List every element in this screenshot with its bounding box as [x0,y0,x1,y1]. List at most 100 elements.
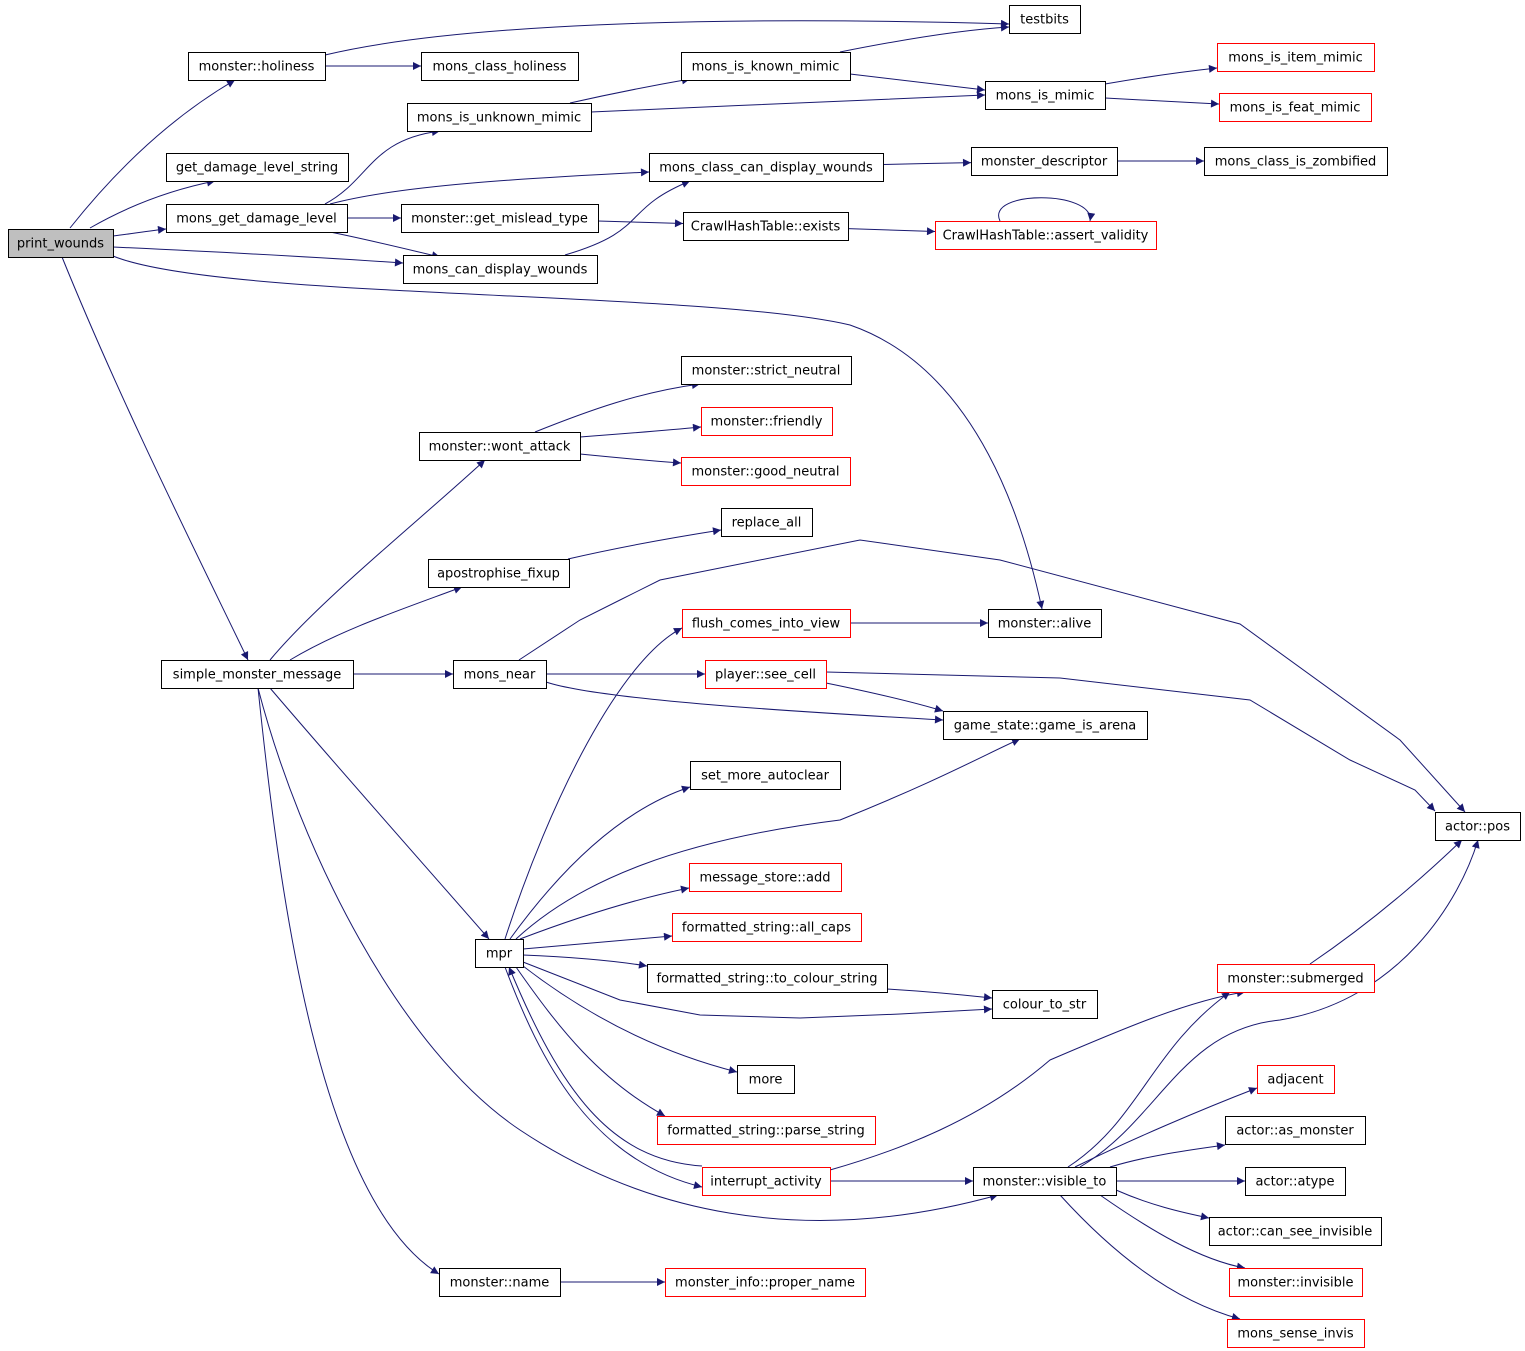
node-box [407,103,592,132]
node-monster-visible-to[interactable]: monster::visible_to [973,1167,1117,1196]
node-monster-holiness[interactable]: monster::holiness [188,52,326,81]
node-label: flush_comes_into_view [692,617,841,632]
node-monster-info-proper-name[interactable]: monster_info::proper_name [665,1268,866,1297]
node-formatted-string-parse-string[interactable]: formatted_string::parse_string [657,1116,876,1145]
node-monster-get-mislead-type[interactable]: monster::get_mislead_type [401,204,599,233]
node-mons-class-can-display-wounds[interactable]: mons_class_can_display_wounds [649,153,884,182]
node-box [701,407,833,436]
node-simple-monster-message[interactable]: simple_monster_message [161,660,354,689]
edge-simple-monster-message-to-monster-wont-attack [269,459,486,661]
edge-monster-visible-to-to-monster-invisible [1099,1194,1246,1271]
node-label: mons_is_unknown_mimic [417,111,581,126]
edge-print-wounds-to-get-damage-level-string [89,178,216,229]
edge-mpr-to-formatted-string-parse-string [515,966,666,1117]
edge-formatted-string-to-colour-string-to-colour-to-str [886,988,993,1002]
node-mons-is-mimic[interactable]: mons_is_mimic [985,81,1106,110]
node-monster-submerged[interactable]: monster::submerged [1217,964,1375,993]
node-mons-can-display-wounds[interactable]: mons_can_display_wounds [403,255,598,284]
node-formatted-string-to-colour-string[interactable]: formatted_string::to_colour_string [647,964,888,993]
node-monster-friendly[interactable]: monster::friendly [701,407,833,436]
node-monster-alive[interactable]: monster::alive [988,609,1102,638]
node-actor-pos[interactable]: actor::pos [1435,812,1521,841]
node-label: more [749,1073,783,1088]
node-label: monster_descriptor [981,155,1108,170]
node-label: monster::friendly [711,415,823,430]
edge-interrupt-activity-to-monster-submerged [829,989,1246,1171]
node-actor-can-see-invisible[interactable]: actor::can_see_invisible [1209,1217,1382,1246]
edge-monster-visible-to-to-adjacent [1074,1087,1258,1168]
node-label: set_more_autoclear [701,769,830,784]
node-label: monster::name [450,1276,549,1291]
node-message-store-add[interactable]: message_store::add [689,863,842,892]
node-monster-descriptor[interactable]: monster_descriptor [971,147,1118,176]
node-label: actor::can_see_invisible [1218,1225,1373,1240]
node-mons-is-feat-mimic[interactable]: mons_is_feat_mimic [1219,93,1372,122]
edge-monster-submerged-to-actor-pos [1309,839,1463,965]
node-mons-class-is-zombified[interactable]: mons_class_is_zombified [1204,147,1388,176]
node-box [166,204,348,233]
node-box [992,990,1098,1019]
node-replace-all[interactable]: replace_all [721,508,813,537]
edge-monster-wont-attack-to-monster-good-neutral [579,453,682,467]
node-label: mons_class_is_zombified [1215,155,1377,170]
edge-print-wounds-to-mons-get-damage-level [112,225,167,237]
node-box [681,52,851,81]
node-mons-is-known-mimic[interactable]: mons_is_known_mimic [681,52,851,81]
node-colour-to-str[interactable]: colour_to_str [992,990,1098,1019]
node-formatted-string-all-caps[interactable]: formatted_string::all_caps [672,913,862,942]
node-monster-strict-neutral[interactable]: monster::strict_neutral [681,356,852,385]
node-monster-wont-attack[interactable]: monster::wont_attack [419,432,581,461]
edge-print-wounds-to-monster-holiness [69,79,236,229]
node-mons-get-damage-level[interactable]: mons_get_damage_level [166,204,348,233]
edge-layer [61,19,1480,1321]
node-monster-invisible[interactable]: monster::invisible [1229,1268,1363,1297]
node-label: monster::get_mislead_type [411,212,588,227]
node-box [1009,5,1081,34]
node-label: monster::wont_attack [429,440,571,455]
node-actor-atype[interactable]: actor::atype [1245,1167,1346,1196]
node-box [1217,964,1375,993]
node-box [421,52,579,81]
node-testbits[interactable]: testbits [1009,5,1081,34]
node-box [403,255,598,284]
node-box [988,609,1102,638]
node-adjacent[interactable]: adjacent [1257,1065,1335,1094]
node-label: player::see_cell [715,668,816,683]
node-crawlhashtable-assert-validity[interactable]: CrawlHashTable::assert_validity [935,221,1157,250]
edge-mpr-to-message-store-add [519,885,690,940]
node-interrupt-activity[interactable]: interrupt_activity [702,1167,831,1196]
node-monster-name[interactable]: monster::name [439,1268,561,1297]
node-flush-comes-into-view[interactable]: flush_comes_into_view [682,609,851,638]
node-mons-near[interactable]: mons_near [453,660,547,689]
node-box [453,660,547,689]
node-label: mons_is_feat_mimic [1230,101,1361,116]
node-player-see-cell[interactable]: player::see_cell [705,660,827,689]
node-crawlhashtable-exists[interactable]: CrawlHashTable::exists [683,212,849,241]
edge-mons-is-known-mimic-to-mons-is-mimic [849,73,986,94]
node-actor-as-monster[interactable]: actor::as_monster [1225,1116,1366,1145]
node-set-more-autoclear[interactable]: set_more_autoclear [690,761,841,790]
node-mons-class-holiness[interactable]: mons_class_holiness [421,52,579,81]
edge-mons-get-damage-level-to-mons-can-display-wounds [329,231,441,260]
node-monster-good-neutral[interactable]: monster::good_neutral [681,457,851,486]
node-mons-is-unknown-mimic[interactable]: mons_is_unknown_mimic [407,103,592,132]
node-box [1219,93,1372,122]
edge-simple-monster-message-to-mpr [269,687,490,940]
node-box [166,153,349,182]
node-label: CrawlHashTable::exists [691,220,841,235]
node-game-state-game-is-arena[interactable]: game_state::game_is_arena [943,711,1148,740]
node-mons-sense-invis[interactable]: mons_sense_invis [1227,1319,1365,1348]
node-label: adjacent [1267,1073,1323,1088]
node-more[interactable]: more [737,1065,795,1094]
node-box [428,559,570,588]
node-mons-is-item-mimic[interactable]: mons_is_item_mimic [1217,43,1375,72]
node-label: actor::pos [1445,820,1510,835]
node-get-damage-level-string[interactable]: get_damage_level_string [166,153,349,182]
edge-player-see-cell-to-game-state-game-is-arena [825,682,944,713]
node-box [1229,1268,1363,1297]
node-box [690,761,841,790]
node-mpr[interactable]: mpr [475,939,524,968]
node-box [657,1116,876,1145]
node-box [935,221,1157,250]
node-apostrophise-fixup[interactable]: apostrophise_fixup [428,559,570,588]
